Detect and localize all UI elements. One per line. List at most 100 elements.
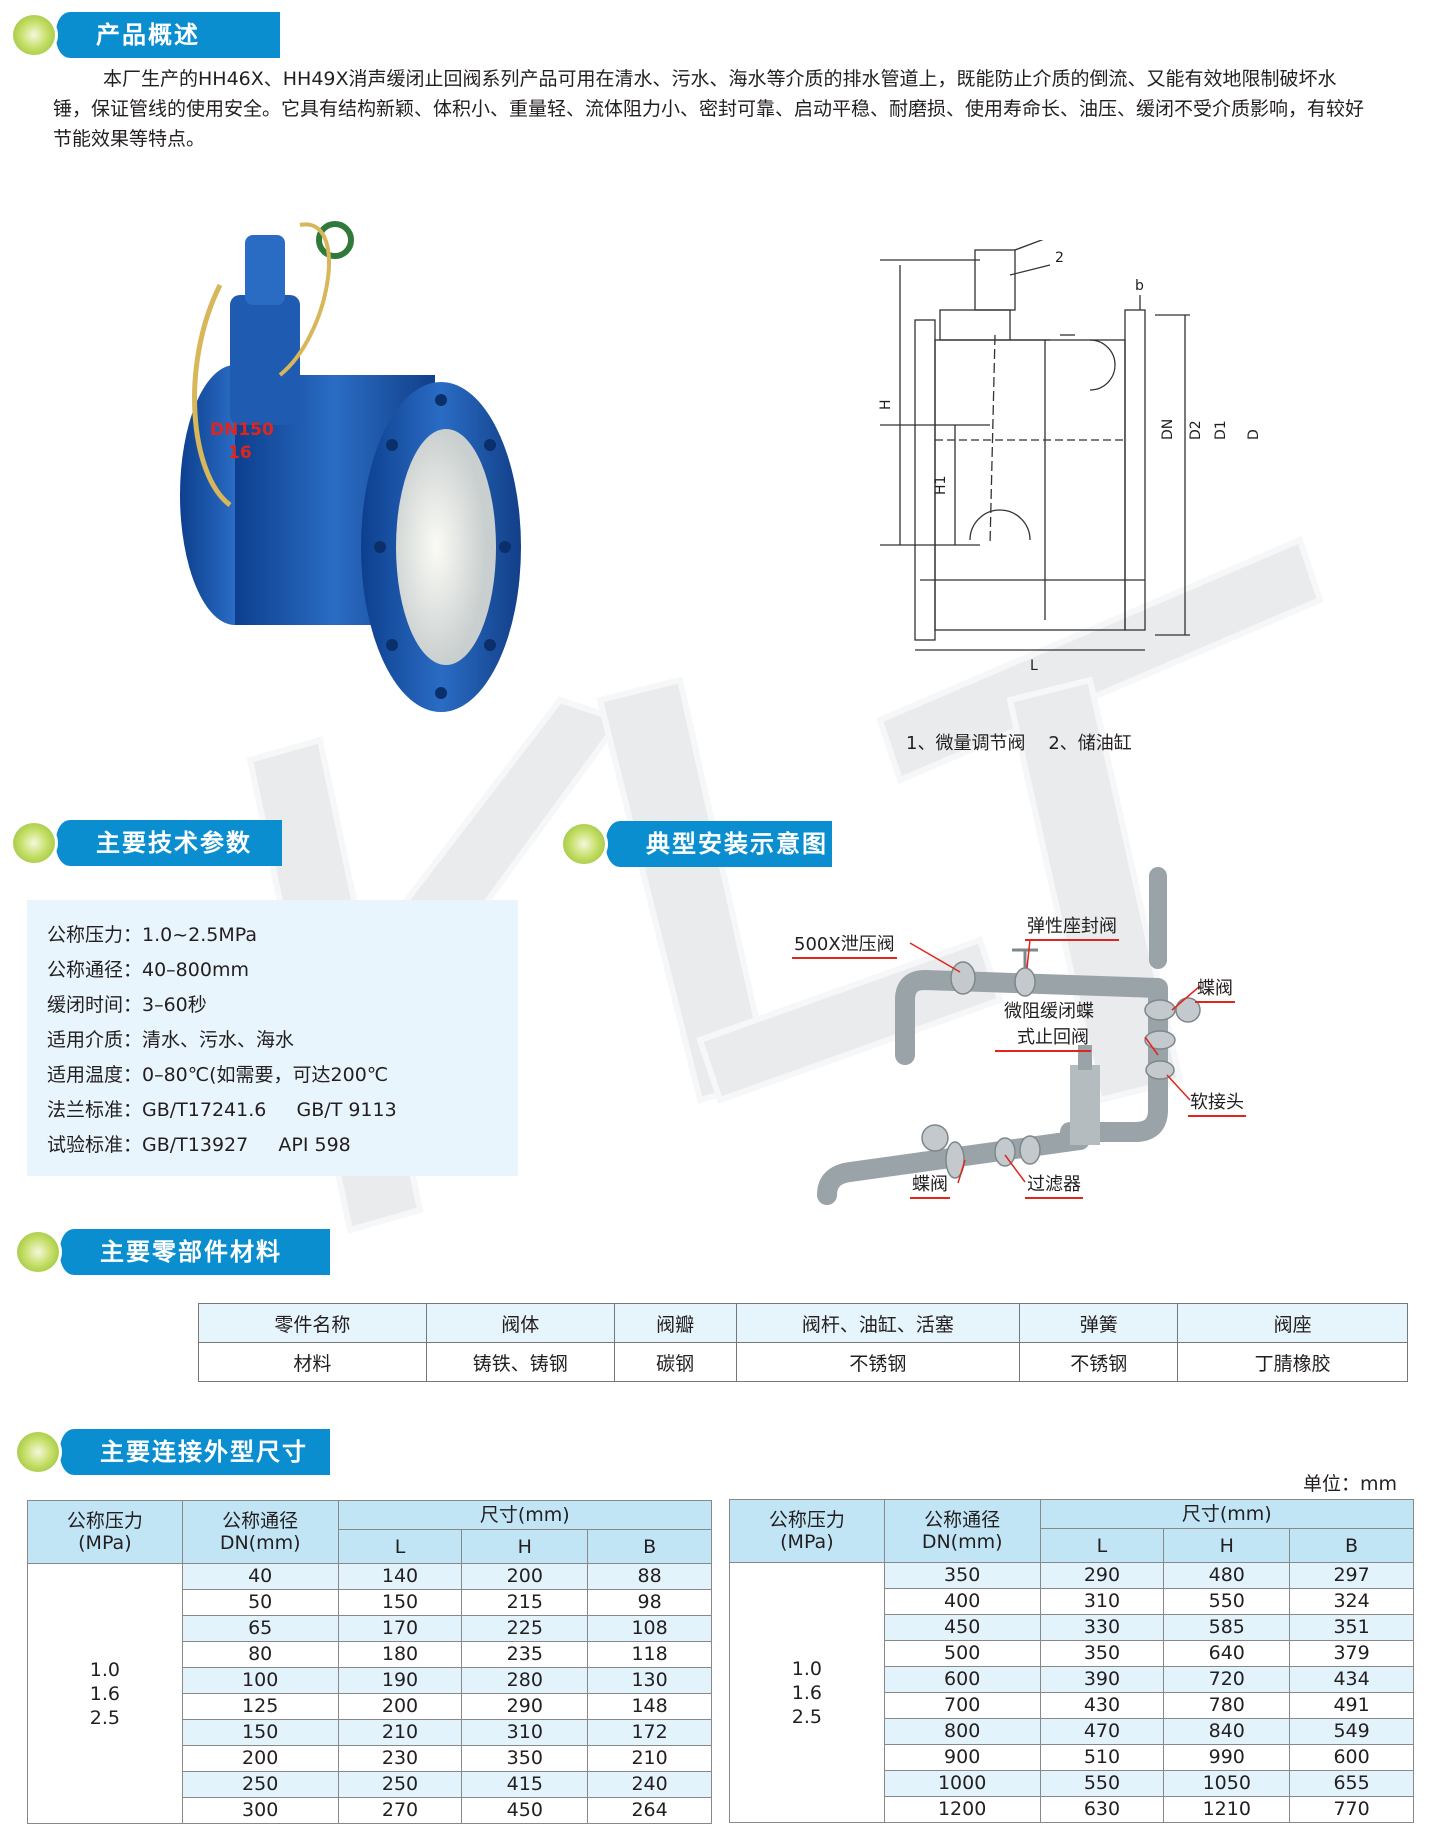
label-butterfly-valve-upper: 蝶阀 <box>1195 974 1235 1003</box>
label-seal-valve: 弹性座封阀 <box>1025 912 1119 941</box>
b-cell: 210 <box>587 1745 712 1772</box>
l-cell: 550 <box>1039 1770 1165 1797</box>
materials-header-row: 零件名称阀体阀瓣阀杆、油缸、活塞弹簧阀座 <box>198 1303 1408 1343</box>
materials-header-cell: 阀座 <box>1177 1303 1408 1343</box>
valve-marking-dn: DN150 <box>210 420 274 440</box>
materials-cell: 不锈钢 <box>735 1342 1021 1382</box>
l-cell: 230 <box>337 1745 463 1772</box>
dn-cell: 1200 <box>883 1796 1041 1823</box>
b-cell: 655 <box>1289 1770 1414 1797</box>
dn-cell: 50 <box>181 1589 339 1616</box>
technical-drawing: 1 2 H H1 DN D2 D1 D L b <box>878 240 1262 674</box>
materials-header-cell: 阀体 <box>425 1303 615 1343</box>
dn-cell: 450 <box>883 1614 1041 1641</box>
dn-cell: 350 <box>883 1562 1041 1589</box>
header-h: H <box>461 1529 589 1564</box>
l-cell: 470 <box>1039 1718 1165 1745</box>
h-cell: 350 <box>461 1745 589 1772</box>
b-cell: 264 <box>587 1797 712 1824</box>
dn-cell: 700 <box>883 1692 1041 1719</box>
section-header-tech-params: 主要技术参数 <box>10 820 282 866</box>
l-cell: 140 <box>337 1563 463 1590</box>
header-pressure-line1: 公称压力 <box>768 1509 845 1531</box>
b-cell: 770 <box>1289 1796 1414 1823</box>
dn-cell: 40 <box>181 1563 339 1590</box>
b-cell: 148 <box>587 1693 712 1720</box>
l-cell: 290 <box>1039 1562 1165 1589</box>
section-title: 主要零部件材料 <box>54 1229 330 1275</box>
dn-cell: 80 <box>181 1641 339 1668</box>
pressure-value: 1.0 <box>89 1658 120 1681</box>
green-ball-icon <box>10 820 58 866</box>
materials-cell: 不锈钢 <box>1019 1342 1179 1382</box>
pressure-value: 1.6 <box>89 1682 120 1705</box>
l-cell: 170 <box>337 1615 463 1642</box>
header-size: 尺寸(mm) <box>337 1499 713 1531</box>
materials-header-cell: 阀瓣 <box>613 1303 737 1343</box>
materials-header-cell: 弹簧 <box>1019 1303 1179 1343</box>
drawing-label-1: 1 <box>1060 240 1069 242</box>
b-cell: 600 <box>1289 1744 1414 1771</box>
valve-marking-pn: 16 <box>228 443 252 463</box>
h-cell: 720 <box>1163 1666 1291 1693</box>
l-cell: 510 <box>1039 1744 1165 1771</box>
dn-cell: 100 <box>181 1667 339 1694</box>
green-ball-icon <box>560 821 608 867</box>
header-pressure-line2: (MPa) <box>78 1532 132 1554</box>
b-cell: 98 <box>587 1589 712 1616</box>
label-relief-valve: 500X泄压阀 <box>792 930 897 959</box>
materials-cell: 材料 <box>198 1342 427 1382</box>
l-cell: 190 <box>337 1667 463 1694</box>
drawing-caption: 1、微量调节阀 2、储油缸 <box>906 733 1132 754</box>
l-cell: 210 <box>337 1719 463 1746</box>
param-diameter: 公称通径：40–800mm <box>47 959 249 981</box>
param-flange-standard: 法兰标准：GB/T17241.6 GB/T 9113 <box>47 1099 397 1121</box>
h-cell: 225 <box>461 1615 589 1642</box>
b-cell: 351 <box>1289 1614 1414 1641</box>
section-title: 典型安装示意图 <box>600 821 832 867</box>
tech-params-box: 公称压力：1.0~2.5MPa 公称通径：40–800mm 缓闭时间：3–60秒… <box>27 900 518 1176</box>
header-dn-line2: DN(mm) <box>921 1531 1003 1553</box>
l-cell: 200 <box>337 1693 463 1720</box>
h-cell: 990 <box>1163 1744 1291 1771</box>
b-cell: 130 <box>587 1667 712 1694</box>
l-cell: 180 <box>337 1641 463 1668</box>
section-header-dimensions: 主要连接外型尺寸 <box>14 1429 330 1475</box>
l-cell: 270 <box>337 1797 463 1824</box>
section-header-overview: 产品概述 <box>10 12 280 58</box>
h-cell: 310 <box>461 1719 589 1746</box>
l-cell: 150 <box>337 1589 463 1616</box>
param-medium: 适用介质：清水、污水、海水 <box>47 1029 295 1051</box>
param-pressure: 公称压力：1.0~2.5MPa <box>47 924 257 946</box>
b-cell: 172 <box>587 1719 712 1746</box>
b-cell: 491 <box>1289 1692 1414 1719</box>
green-ball-icon <box>10 12 58 58</box>
header-h: H <box>1163 1528 1291 1563</box>
l-cell: 390 <box>1039 1666 1165 1693</box>
pressure-value: 1.6 <box>791 1681 822 1704</box>
h-cell: 280 <box>461 1667 589 1694</box>
header-b: B <box>587 1529 712 1564</box>
drawing-label-h1: H1 <box>933 476 949 495</box>
dn-cell: 600 <box>883 1666 1041 1693</box>
dn-cell: 65 <box>181 1615 339 1642</box>
label-filter: 过滤器 <box>1025 1170 1083 1199</box>
dn-cell: 150 <box>181 1719 339 1746</box>
materials-header-cell: 阀杆、油缸、活塞 <box>735 1303 1021 1343</box>
h-cell: 480 <box>1163 1562 1291 1589</box>
header-pressure: 公称压力(MPa) <box>729 1499 885 1563</box>
h-cell: 290 <box>461 1693 589 1720</box>
section-title: 主要技术参数 <box>50 820 282 866</box>
h-cell: 450 <box>461 1797 589 1824</box>
